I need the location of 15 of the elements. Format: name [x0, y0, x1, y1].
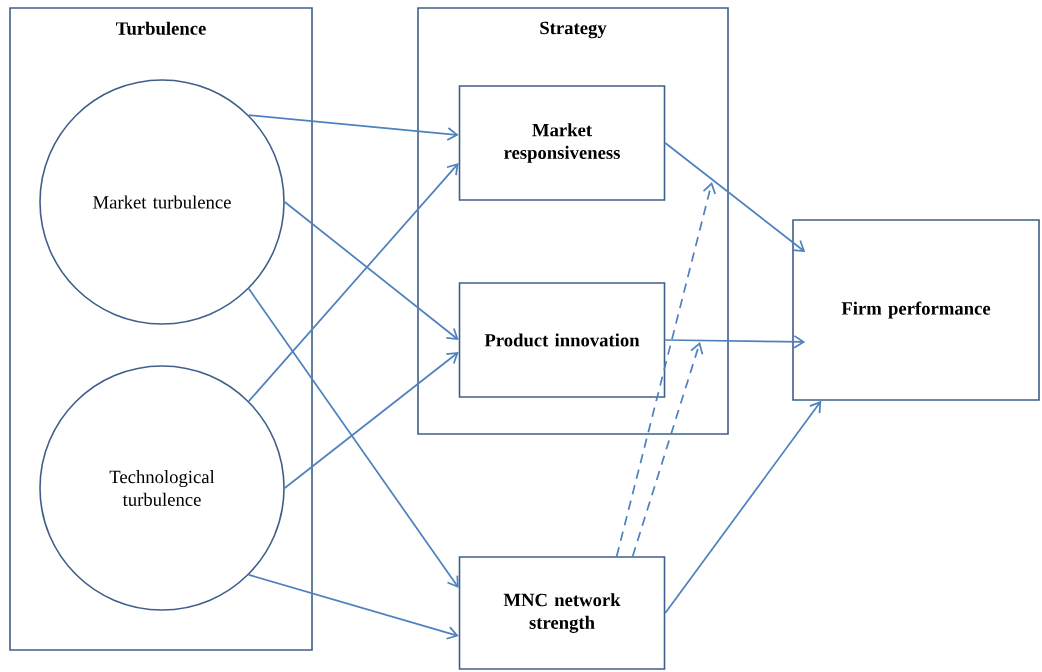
construct-box: Product innovation: [458, 282, 666, 398]
arrow: [615, 182, 716, 558]
arrow: [247, 573, 459, 640]
construct-box: MNC network strength: [458, 556, 666, 670]
arrow: [283, 201, 459, 340]
arrow: [631, 342, 704, 558]
arrow: [247, 163, 459, 403]
arrow: [283, 352, 459, 489]
arrow: [664, 400, 822, 614]
arrow: [664, 335, 806, 349]
construct-box: Firm performance: [792, 219, 1040, 401]
arrow: [664, 142, 806, 252]
construct-box: Market responsiveness: [458, 85, 666, 201]
arrow: [247, 287, 459, 588]
arrow: [247, 114, 459, 141]
